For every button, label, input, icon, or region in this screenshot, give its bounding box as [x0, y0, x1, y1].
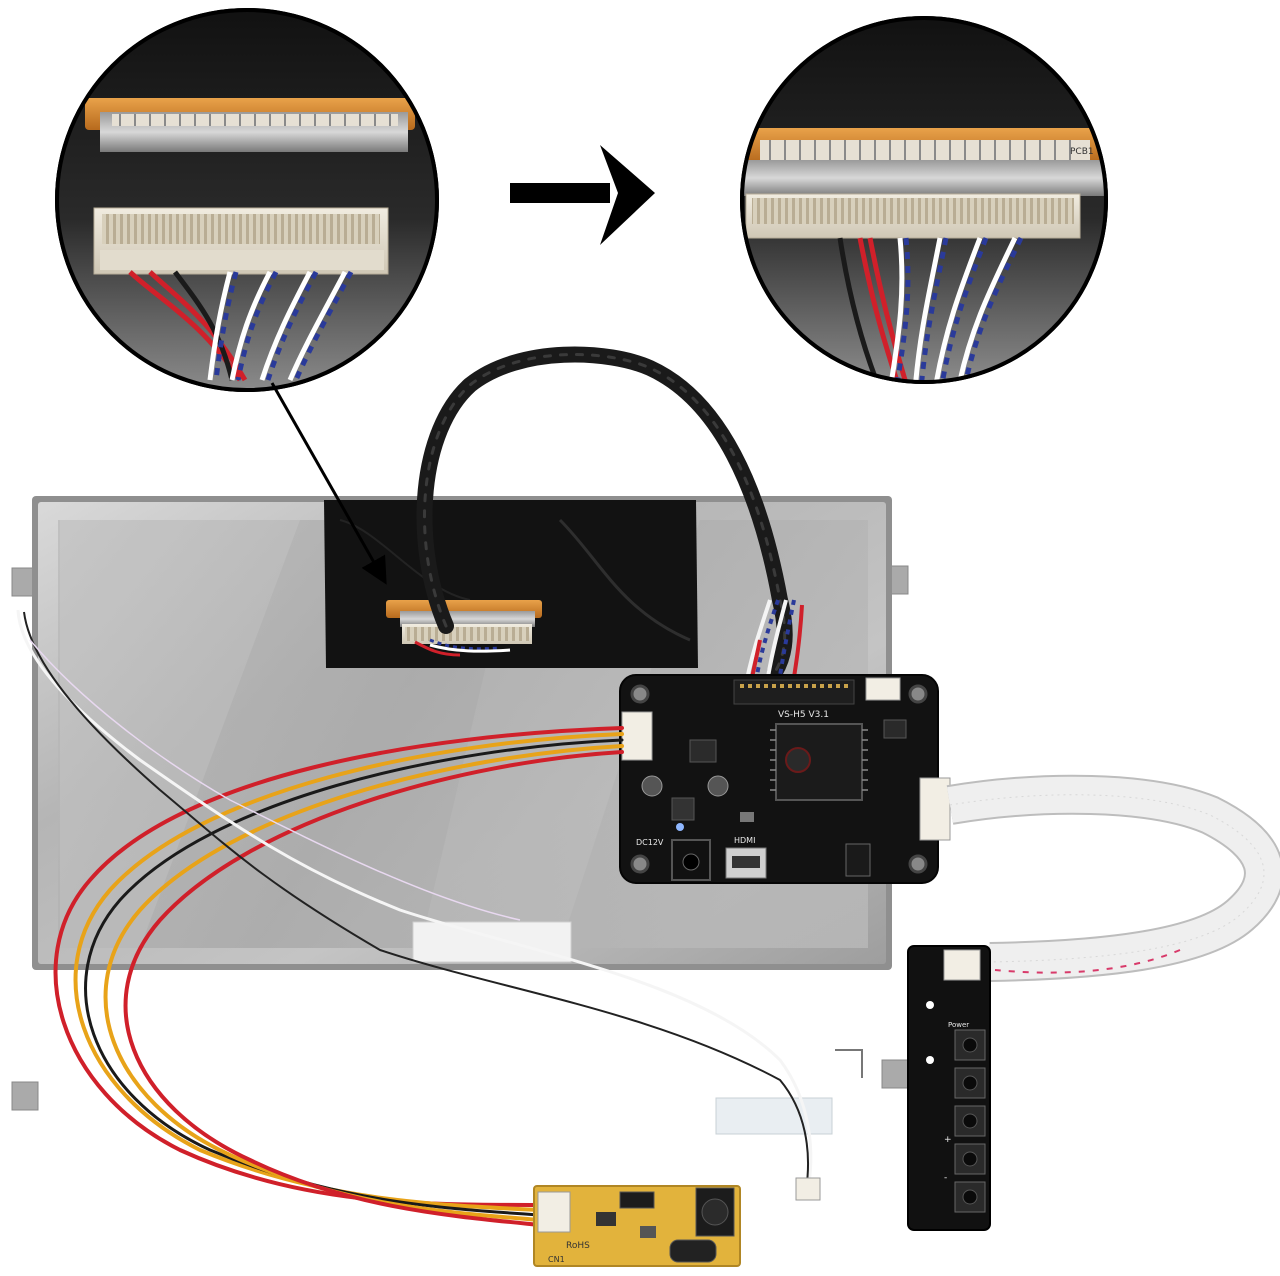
- inverter-board: RoHS CN1: [533, 1177, 821, 1267]
- keypad-board: Power + -: [907, 945, 991, 1231]
- backlight-wire-bundle: [53, 726, 624, 1227]
- key-plus-label: +: [944, 1135, 952, 1145]
- twisted-pairs-panel: [414, 638, 511, 657]
- dc-power-jack: [671, 839, 711, 881]
- panel-lvds-connector: [386, 600, 542, 644]
- board-model-label: VS-H5 V3.1: [778, 710, 829, 720]
- mount-tab: [11, 1081, 39, 1111]
- ccfl-wires: [16, 609, 813, 1191]
- inverter-cn-label: CN1: [548, 1255, 565, 1264]
- key-button-3[interactable]: [954, 1105, 986, 1137]
- ribbon-cable: [946, 774, 1280, 982]
- white-label-sticker: [412, 921, 572, 963]
- dc-jack-label: DC12V: [636, 838, 664, 847]
- zoom-circle-unconnected: [55, 8, 439, 392]
- mount-tab: [881, 1059, 909, 1089]
- key-button-2[interactable]: [954, 1067, 986, 1099]
- key-button-4[interactable]: [954, 1143, 986, 1175]
- right-arrow-icon: [510, 145, 655, 245]
- key-power-label: Power: [948, 1021, 969, 1029]
- pcb-mark-label: PCB1: [1070, 147, 1094, 157]
- inverter-rohs-label: RoHS: [566, 1241, 590, 1251]
- pointer-arrow-icon: [270, 382, 387, 585]
- key-minus-label: -: [944, 1173, 947, 1183]
- lvds-cable-loop: [416, 346, 793, 680]
- key-button-1[interactable]: [954, 1029, 986, 1061]
- key-button-5[interactable]: [954, 1181, 986, 1213]
- hdmi-label: HDMI: [734, 836, 755, 845]
- tape-sticker: [715, 1097, 833, 1135]
- controller-board: VS-H5 V3.1 DC12V HDMI: [619, 674, 951, 884]
- zoom-circle-connected: PCB1: [740, 16, 1108, 384]
